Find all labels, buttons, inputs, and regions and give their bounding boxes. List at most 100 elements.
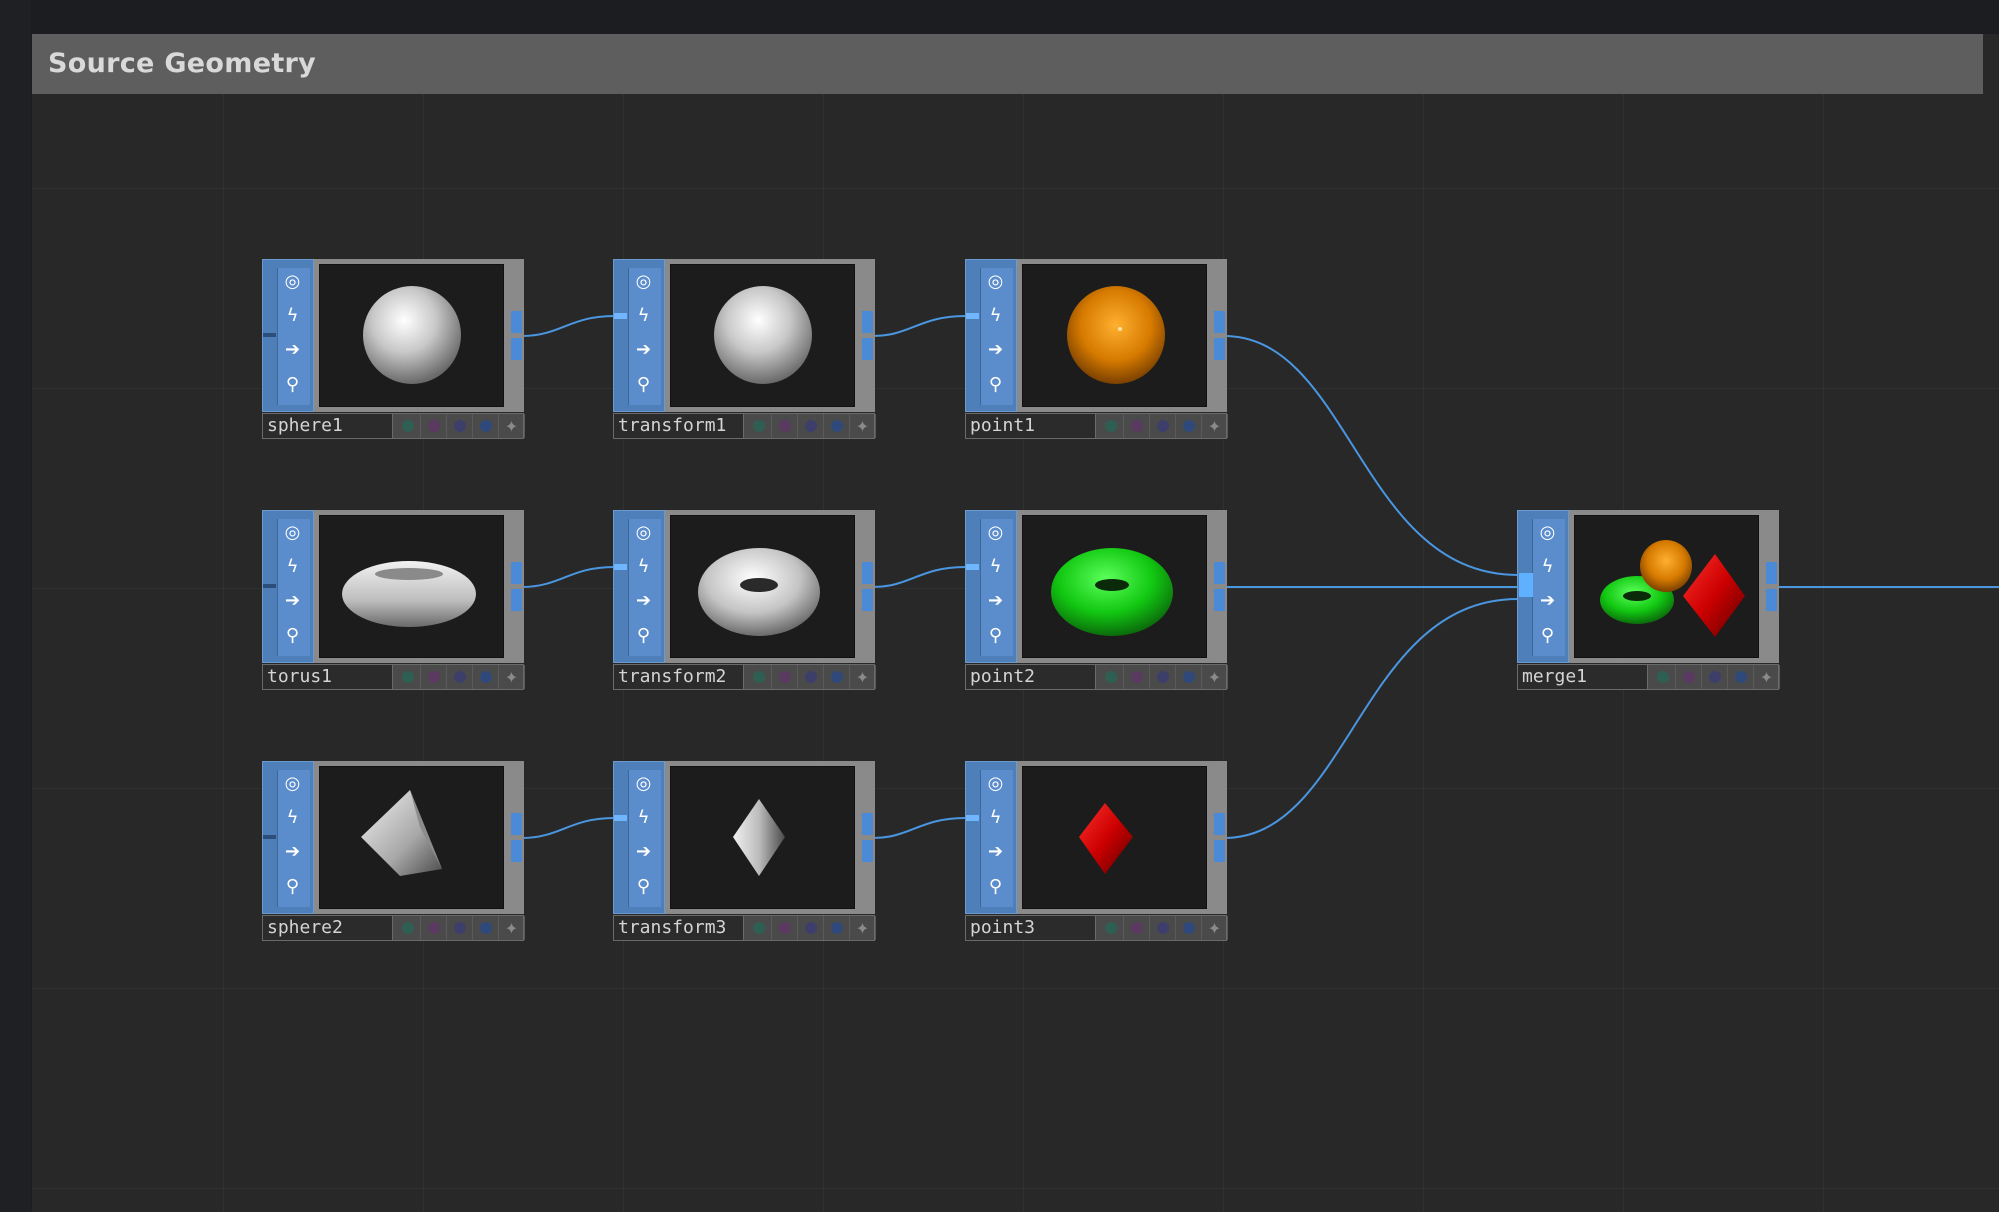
flag-button[interactable] <box>1098 414 1124 438</box>
lightning-icon[interactable]: ϟ <box>286 807 299 828</box>
lightning-icon[interactable]: ϟ <box>637 807 650 828</box>
arrow-right-icon[interactable]: ➔ <box>987 841 1004 862</box>
lightning-icon[interactable]: ϟ <box>637 556 650 577</box>
lock-icon[interactable]: ⚲ <box>988 374 1003 395</box>
node-viewer[interactable] <box>314 259 509 412</box>
node-name[interactable]: torus1 <box>263 665 393 689</box>
node-name[interactable]: point2 <box>966 665 1096 689</box>
node-merge1[interactable]: ◎ ϟ ➔ ⚲ merge1 <box>1517 510 1780 690</box>
lock-icon[interactable]: ⚲ <box>636 374 651 395</box>
node-name[interactable]: sphere2 <box>263 916 393 940</box>
lock-icon[interactable]: ⚲ <box>636 876 651 897</box>
node-sphere1[interactable]: ◎ ϟ ➔ ⚲ sphere1 ✦ <box>262 259 525 439</box>
lightning-icon[interactable]: ϟ <box>286 305 299 326</box>
node-name[interactable]: point3 <box>966 916 1096 940</box>
flag-button[interactable] <box>798 916 824 940</box>
plus-icon[interactable]: ✦ <box>850 665 876 689</box>
arrow-right-icon[interactable]: ➔ <box>1539 590 1556 611</box>
node-viewer[interactable] <box>665 510 860 663</box>
flag-button[interactable] <box>1650 665 1676 689</box>
lightning-icon[interactable]: ϟ <box>989 305 1002 326</box>
flag-button[interactable] <box>1150 414 1176 438</box>
node-viewer[interactable] <box>665 259 860 412</box>
node-viewer[interactable] <box>314 761 509 914</box>
flag-button[interactable] <box>447 414 473 438</box>
output-ports[interactable] <box>1212 259 1227 412</box>
node-torus1[interactable]: ◎ ϟ ➔ ⚲ torus1 ✦ <box>262 510 525 690</box>
flag-button[interactable] <box>447 916 473 940</box>
lightning-icon[interactable]: ϟ <box>989 807 1002 828</box>
flag-button[interactable] <box>421 414 447 438</box>
target-icon[interactable]: ◎ <box>987 271 1004 292</box>
lock-icon[interactable]: ⚲ <box>1540 625 1555 646</box>
arrow-right-icon[interactable]: ➔ <box>284 590 301 611</box>
lightning-icon[interactable]: ϟ <box>286 556 299 577</box>
node-viewer[interactable] <box>1569 510 1764 663</box>
lightning-icon[interactable]: ϟ <box>1541 556 1554 577</box>
lock-icon[interactable]: ⚲ <box>636 625 651 646</box>
node-point1[interactable]: ◎ ϟ ➔ ⚲ point1 ✦ <box>965 259 1228 439</box>
target-icon[interactable]: ◎ <box>987 522 1004 543</box>
flag-button[interactable] <box>1176 916 1202 940</box>
lock-icon[interactable]: ⚲ <box>285 374 300 395</box>
flag-button[interactable] <box>772 916 798 940</box>
arrow-right-icon[interactable]: ➔ <box>635 841 652 862</box>
arrow-right-icon[interactable]: ➔ <box>635 590 652 611</box>
flag-button[interactable] <box>421 916 447 940</box>
flag-button[interactable] <box>395 916 421 940</box>
plus-icon[interactable]: ✦ <box>1754 665 1780 689</box>
plus-icon[interactable]: ✦ <box>499 414 525 438</box>
flag-button[interactable] <box>824 916 850 940</box>
node-name[interactable]: transform1 <box>614 414 744 438</box>
arrow-right-icon[interactable]: ➔ <box>987 339 1004 360</box>
flag-button[interactable] <box>395 665 421 689</box>
arrow-right-icon[interactable]: ➔ <box>635 339 652 360</box>
node-point2[interactable]: ◎ ϟ ➔ ⚲ point2 ✦ <box>965 510 1228 690</box>
arrow-right-icon[interactable]: ➔ <box>987 590 1004 611</box>
node-transform3[interactable]: ◎ ϟ ➔ ⚲ transform3 ✦ <box>613 761 876 941</box>
output-ports[interactable] <box>509 510 524 663</box>
flag-button[interactable] <box>1176 414 1202 438</box>
node-name[interactable]: point1 <box>966 414 1096 438</box>
node-name[interactable]: merge1 <box>1518 665 1648 689</box>
node-name[interactable]: transform2 <box>614 665 744 689</box>
flag-button[interactable] <box>746 916 772 940</box>
target-icon[interactable]: ◎ <box>284 522 301 543</box>
output-ports[interactable] <box>509 761 524 914</box>
node-point3[interactable]: ◎ ϟ ➔ ⚲ point3 ✦ <box>965 761 1228 941</box>
flag-button[interactable] <box>1124 916 1150 940</box>
flag-button[interactable] <box>798 414 824 438</box>
flag-button[interactable] <box>473 665 499 689</box>
flag-button[interactable] <box>1702 665 1728 689</box>
target-icon[interactable]: ◎ <box>1539 522 1556 543</box>
target-icon[interactable]: ◎ <box>635 773 652 794</box>
flag-button[interactable] <box>1728 665 1754 689</box>
lock-icon[interactable]: ⚲ <box>285 876 300 897</box>
lightning-icon[interactable]: ϟ <box>637 305 650 326</box>
lock-icon[interactable]: ⚲ <box>285 625 300 646</box>
plus-icon[interactable]: ✦ <box>1202 916 1228 940</box>
node-viewer[interactable] <box>314 510 509 663</box>
target-icon[interactable]: ◎ <box>635 271 652 292</box>
flag-button[interactable] <box>1676 665 1702 689</box>
flag-button[interactable] <box>772 665 798 689</box>
output-ports[interactable] <box>509 259 524 412</box>
node-name[interactable]: sphere1 <box>263 414 393 438</box>
node-viewer[interactable] <box>665 761 860 914</box>
flag-button[interactable] <box>1150 665 1176 689</box>
panel-header[interactable]: Source Geometry <box>32 34 1983 94</box>
target-icon[interactable]: ◎ <box>284 773 301 794</box>
lock-icon[interactable]: ⚲ <box>988 876 1003 897</box>
arrow-right-icon[interactable]: ➔ <box>284 339 301 360</box>
flag-button[interactable] <box>798 665 824 689</box>
flag-button[interactable] <box>473 414 499 438</box>
output-ports[interactable] <box>860 259 875 412</box>
flag-button[interactable] <box>1176 665 1202 689</box>
plus-icon[interactable]: ✦ <box>499 916 525 940</box>
plus-icon[interactable]: ✦ <box>850 916 876 940</box>
flag-button[interactable] <box>473 916 499 940</box>
flag-button[interactable] <box>746 665 772 689</box>
flag-button[interactable] <box>447 665 473 689</box>
arrow-right-icon[interactable]: ➔ <box>284 841 301 862</box>
